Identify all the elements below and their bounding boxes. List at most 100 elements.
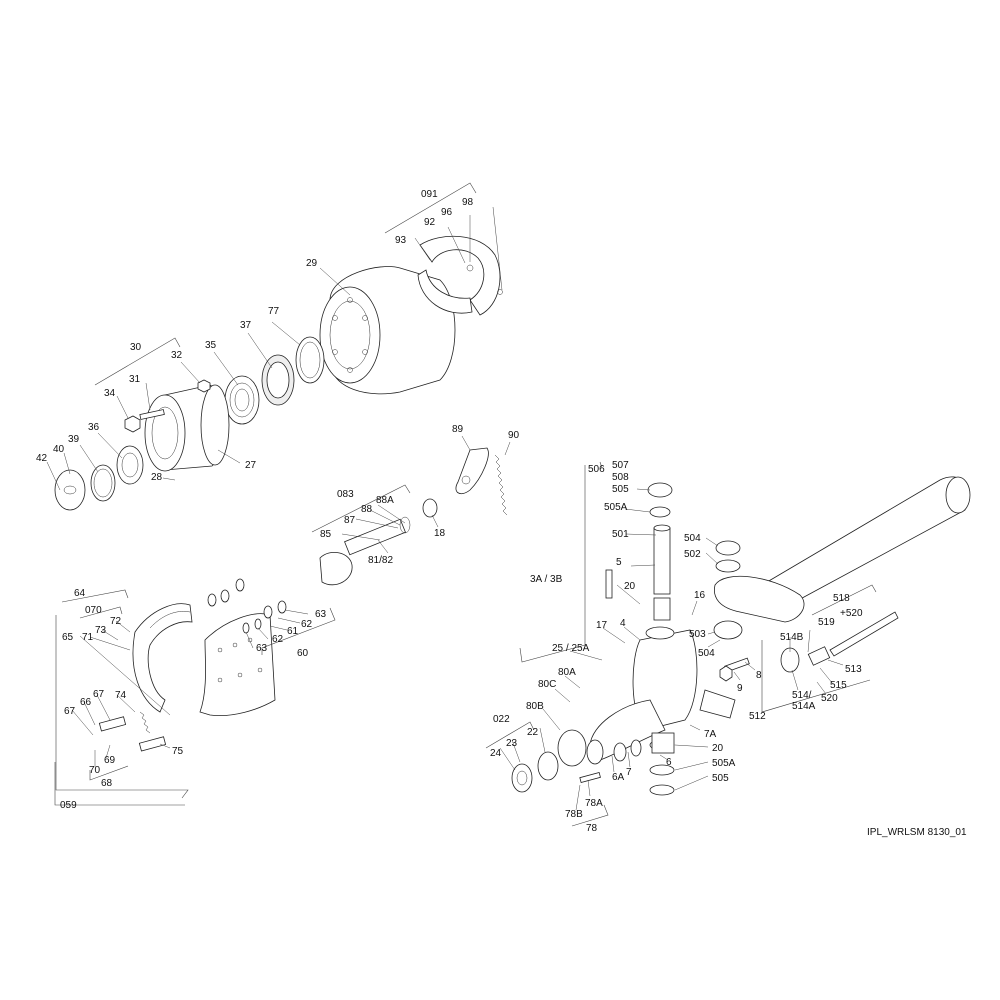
callout-73: 73 (95, 625, 107, 636)
callout-503: 503 (689, 629, 706, 640)
callout-74: 74 (115, 690, 127, 701)
callout-89: 89 (452, 424, 464, 435)
callout-39: 39 (68, 434, 80, 445)
callout-16: 16 (694, 590, 706, 601)
callout-88: 88 (361, 504, 373, 515)
callout-502: 502 (684, 549, 701, 560)
callout-5: 5 (616, 557, 622, 568)
callout-3A-3B: 3A / 3B (530, 574, 563, 585)
leader-lines (46, 206, 844, 811)
callout-85: 85 (320, 529, 332, 540)
gasket-39 (90, 464, 116, 502)
callout-plus-520: +520 (840, 608, 863, 619)
callout-4: 4 (620, 618, 626, 629)
callout-508: 508 (612, 472, 629, 483)
camshaft (319, 516, 411, 586)
slack-adjuster (455, 447, 489, 495)
callout-65: 65 (62, 632, 74, 643)
callout-63-upper: 63 (315, 609, 327, 620)
brake-shoe-lower (199, 613, 276, 717)
callout-78B: 78B (565, 809, 583, 820)
seal-37 (261, 354, 295, 406)
callout-67-upper: 67 (93, 689, 105, 700)
bearing-36 (116, 445, 144, 485)
return-spring (494, 454, 508, 516)
callout-6: 6 (666, 757, 672, 768)
callout-30: 30 (130, 342, 142, 353)
steering-arm (713, 575, 805, 623)
callout-35: 35 (205, 340, 217, 351)
snap-ring (422, 498, 438, 518)
callout-29: 29 (306, 258, 318, 269)
callout-69: 69 (104, 755, 116, 766)
callout-20-bottom: 20 (712, 743, 724, 754)
callout-68: 68 (101, 778, 113, 789)
bearing-35 (224, 375, 260, 425)
steering-knuckle (586, 626, 736, 765)
callout-091: 091 (421, 189, 438, 200)
callout-75: 75 (172, 746, 184, 757)
callout-66: 66 (80, 697, 92, 708)
callout-505-bottom: 505 (712, 773, 729, 784)
callout-8: 8 (756, 670, 762, 681)
callout-507: 507 (612, 460, 629, 471)
callout-519: 519 (818, 617, 835, 628)
callout-27: 27 (245, 460, 257, 471)
callout-059: 059 (60, 800, 77, 811)
group-brackets (54, 182, 877, 827)
callout-34: 34 (104, 388, 116, 399)
callout-7: 7 (626, 767, 632, 778)
callout-92: 92 (424, 217, 436, 228)
callout-72: 72 (110, 616, 122, 627)
wheel-hub (144, 384, 230, 472)
callout-022: 022 (493, 714, 510, 725)
dust-shield (417, 235, 503, 316)
callout-514A: 514A (792, 701, 816, 712)
callout-81-82: 81/82 (368, 555, 393, 566)
callout-23: 23 (506, 738, 518, 749)
callout-28: 28 (151, 472, 163, 483)
callout-512: 512 (749, 711, 766, 722)
callout-63-lower: 63 (256, 643, 268, 654)
callout-98: 98 (462, 197, 474, 208)
callout-515: 515 (830, 680, 847, 691)
callout-60: 60 (297, 648, 309, 659)
bolts (579, 569, 750, 783)
callout-70: 70 (89, 765, 101, 776)
callout-78: 78 (586, 823, 598, 834)
anchor-pins (98, 711, 167, 752)
callout-504-bottom: 504 (698, 648, 715, 659)
thrust-washers (647, 482, 743, 796)
callout-42: 42 (36, 453, 48, 464)
callout-labels: 091 92 96 98 93 29 77 37 35 32 30 31 34 … (36, 189, 967, 838)
callout-505-top: 505 (612, 484, 629, 495)
callout-62-upper: 62 (301, 619, 313, 630)
callout-62-lower: 62 (272, 634, 284, 645)
callout-93: 93 (395, 235, 407, 246)
callout-80B: 80B (526, 701, 544, 712)
callout-6A: 6A (612, 772, 625, 783)
callout-9: 9 (737, 683, 743, 694)
callout-505A-top: 505A (604, 502, 628, 513)
brake-shoe-upper (132, 603, 193, 713)
callout-506: 506 (588, 464, 605, 475)
callout-514B: 514B (780, 632, 804, 643)
callout-083: 083 (337, 489, 354, 500)
wheel-stud (139, 409, 165, 420)
callout-31: 31 (129, 374, 141, 385)
callout-7A: 7A (704, 729, 717, 740)
callout-40: 40 (53, 444, 65, 455)
hub-nut (124, 415, 141, 433)
nut-32 (197, 379, 211, 393)
callout-17: 17 (596, 620, 608, 631)
callout-514: 514/ (792, 690, 812, 701)
callout-71: 71 (82, 632, 94, 643)
callout-25-25A: 25 / 25A (552, 643, 590, 654)
seal-77 (295, 336, 325, 384)
callout-37: 37 (240, 320, 252, 331)
callout-64: 64 (74, 588, 86, 599)
king-pin (653, 524, 671, 621)
callout-32: 32 (171, 350, 183, 361)
brake-drum (319, 266, 456, 395)
